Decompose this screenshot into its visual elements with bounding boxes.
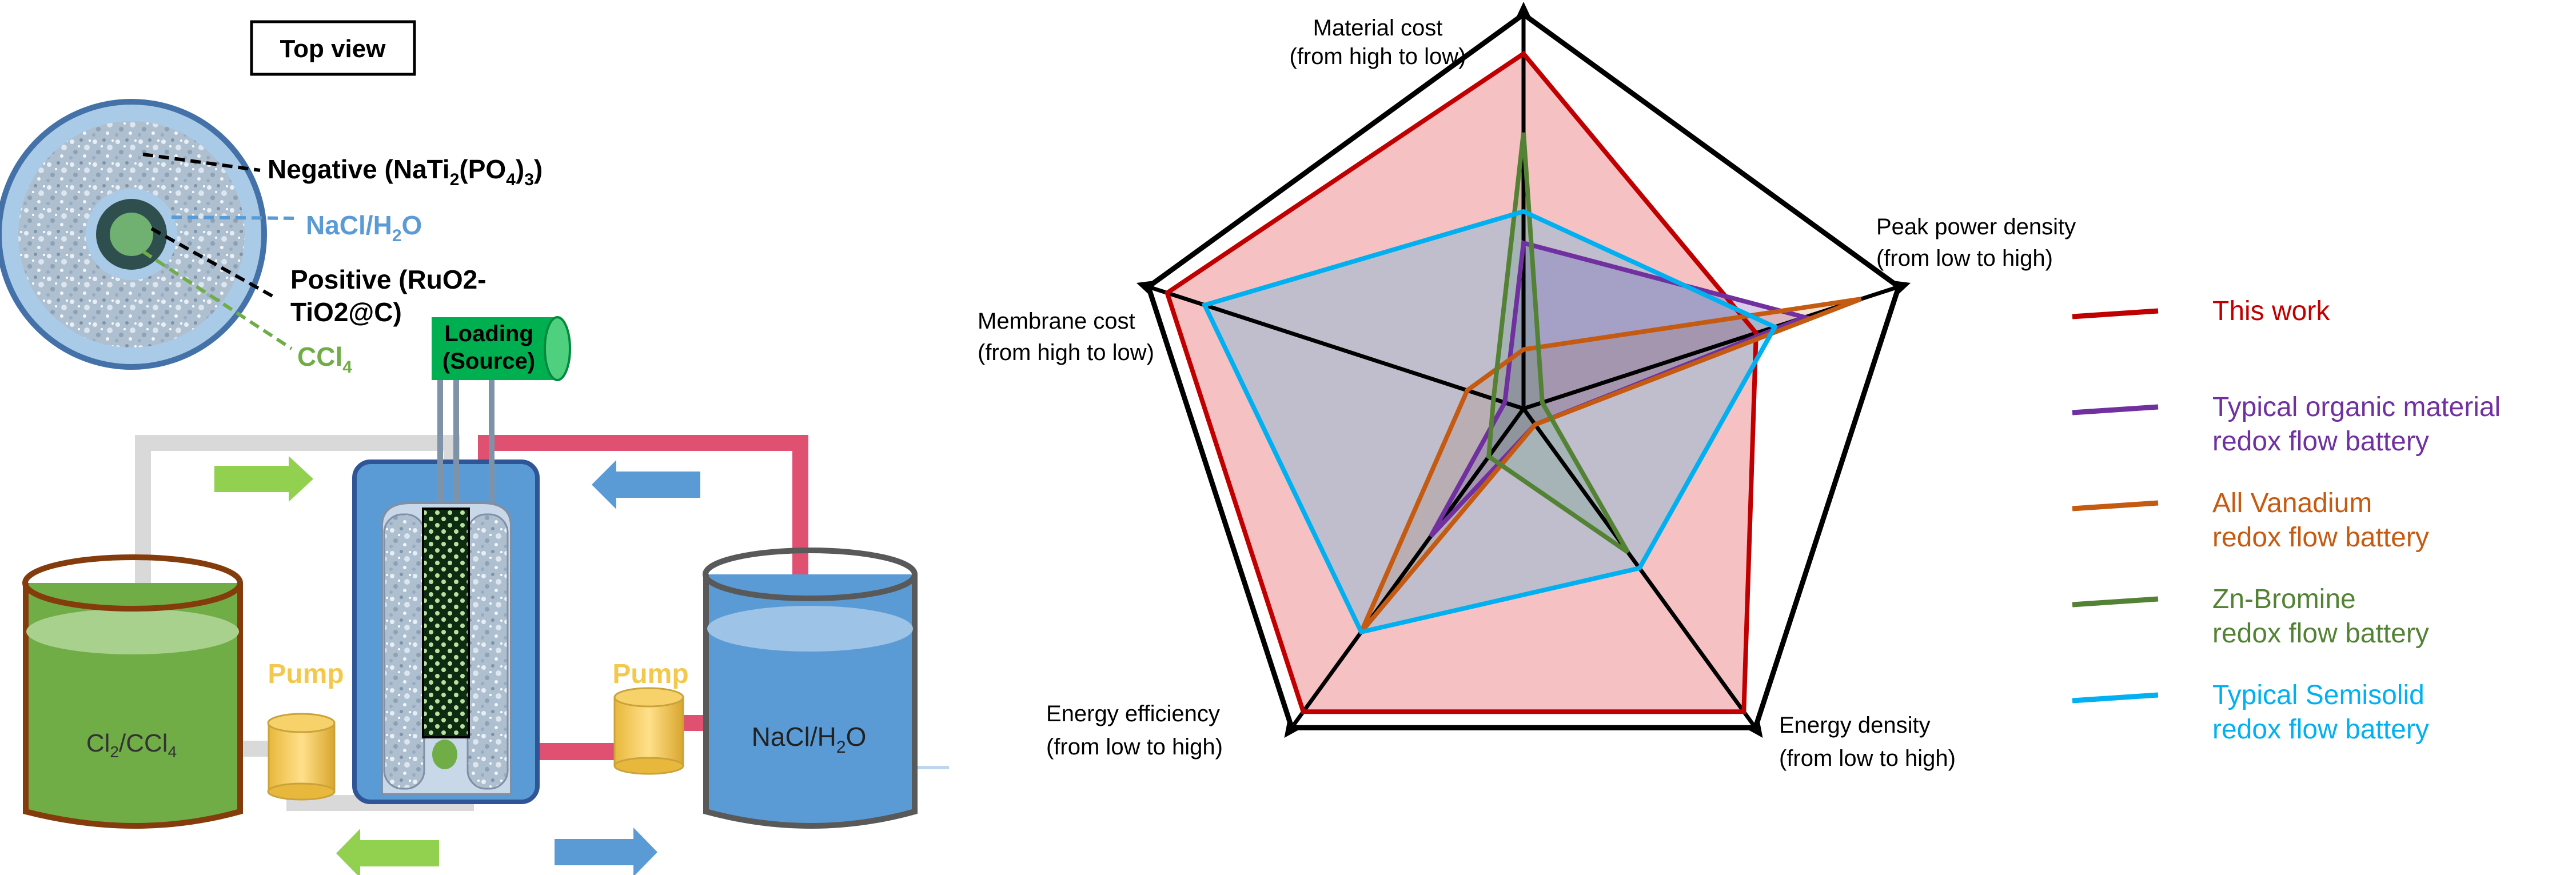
legend-swatch bbox=[2072, 596, 2159, 608]
radar-series-line bbox=[1429, 240, 1812, 538]
axis-label-membrane-cost-2: (from high to low) bbox=[978, 340, 1154, 365]
blue-arrow-left bbox=[592, 460, 700, 509]
electrolyte-leader bbox=[171, 215, 298, 220]
left-tank bbox=[22, 554, 243, 829]
legend-label: redox flow battery bbox=[2212, 714, 2429, 745]
blue-arrow-right bbox=[555, 828, 657, 875]
radar-axis-arrowhead bbox=[1746, 719, 1763, 738]
radar-series-fill bbox=[1167, 54, 1756, 712]
axis-label-energy-efficiency-1: Energy efficiency bbox=[1046, 701, 1220, 726]
radar-frame bbox=[1136, 2, 1911, 738]
legend-swatch bbox=[2072, 308, 2159, 319]
right-tank bbox=[703, 548, 949, 829]
axis-label-material-cost-2: (from high to low) bbox=[1290, 44, 1466, 69]
green-arrow-right bbox=[214, 456, 313, 502]
axis-label-energy-efficiency-2: (from low to high) bbox=[1046, 734, 1223, 760]
radar-series-line bbox=[1201, 209, 1779, 635]
negative-leader bbox=[142, 153, 261, 172]
radar-axis-arrowhead bbox=[1516, 2, 1532, 19]
left-tank-label: Cl2/CCl4 bbox=[86, 729, 177, 761]
positive-leader bbox=[150, 227, 276, 299]
legend-label: redox flow battery bbox=[2212, 426, 2429, 457]
axis-label-peak-power-1: Peak power density bbox=[1876, 214, 2076, 239]
radar-axis-arrowhead bbox=[1136, 280, 1155, 296]
right-tank-label: NaCl/H2O bbox=[752, 722, 867, 757]
top-view-label: Top view bbox=[280, 35, 386, 63]
right-pump-label: Pump bbox=[612, 659, 688, 689]
legend-swatch bbox=[2072, 500, 2159, 512]
ccl4-leader bbox=[142, 250, 293, 350]
top-view-disc bbox=[0, 99, 267, 370]
legend-label: redox flow battery bbox=[2212, 522, 2429, 553]
legend-label: Zn-Bromine bbox=[2212, 584, 2356, 614]
radar-axis-labels: Material cost (from high to low) Peak po… bbox=[978, 15, 2076, 771]
legend-label: redox flow battery bbox=[2212, 618, 2429, 649]
left-pump bbox=[267, 713, 336, 801]
loading-label-2: (Source) bbox=[442, 349, 535, 374]
legend-label: This work bbox=[2212, 296, 2330, 326]
left-pump-label: Pump bbox=[268, 659, 344, 689]
radar-series-line bbox=[1359, 297, 1863, 634]
loading-label-1: Loading bbox=[444, 321, 533, 346]
legend-swatch bbox=[2072, 404, 2159, 415]
electrolyte-ring-label: NaCl/H2O bbox=[306, 210, 422, 245]
axis-label-material-cost-1: Material cost bbox=[1313, 15, 1443, 41]
radar-spoke bbox=[1147, 285, 1525, 411]
ccl4-label: CCl4 bbox=[297, 342, 352, 377]
axis-label-peak-power-2: (from low to high) bbox=[1876, 246, 2053, 271]
flow-battery-schematic: Top view Negative (NaTi2(PO4)3) NaCl/H2O… bbox=[0, 20, 949, 875]
radar-series-line bbox=[1486, 132, 1630, 554]
axis-label-energy-density-2: (from low to high) bbox=[1779, 746, 1956, 771]
axis-label-energy-density-1: Energy density bbox=[1779, 713, 1931, 738]
axis-label-membrane-cost-1: Membrane cost bbox=[978, 309, 1135, 334]
green-arrow-left bbox=[336, 829, 439, 875]
radar-spoke bbox=[1290, 407, 1525, 729]
loading-source-cylinder bbox=[432, 316, 571, 381]
radar-axis-arrowhead bbox=[1284, 719, 1301, 738]
legend-label: Typical Semisolid bbox=[2212, 680, 2425, 710]
right-pump bbox=[613, 687, 684, 775]
top-view-box bbox=[250, 20, 416, 76]
legend-label: Typical organic material bbox=[2212, 392, 2501, 422]
radar-outer-frame bbox=[1145, 11, 1902, 730]
legend-swatch bbox=[2072, 692, 2159, 704]
positive-electrode-label-1: Positive (RuO2- bbox=[290, 265, 487, 294]
negative-electrode-label: Negative (NaTi2(PO4)3) bbox=[268, 154, 543, 189]
radar-series-line bbox=[1164, 50, 1758, 714]
radar-series-lines bbox=[1164, 50, 1863, 714]
legend-label: All Vanadium bbox=[2212, 488, 2372, 518]
radar-chart: Material cost (from high to low) Peak po… bbox=[978, 2, 2076, 771]
radar-spokes bbox=[1147, 14, 1900, 729]
central-cell bbox=[352, 460, 540, 804]
radar-axis-arrowhead bbox=[1892, 280, 1911, 296]
positive-electrode-label-2: TiO2@C) bbox=[290, 297, 402, 327]
radar-series-fill bbox=[1361, 299, 1861, 632]
